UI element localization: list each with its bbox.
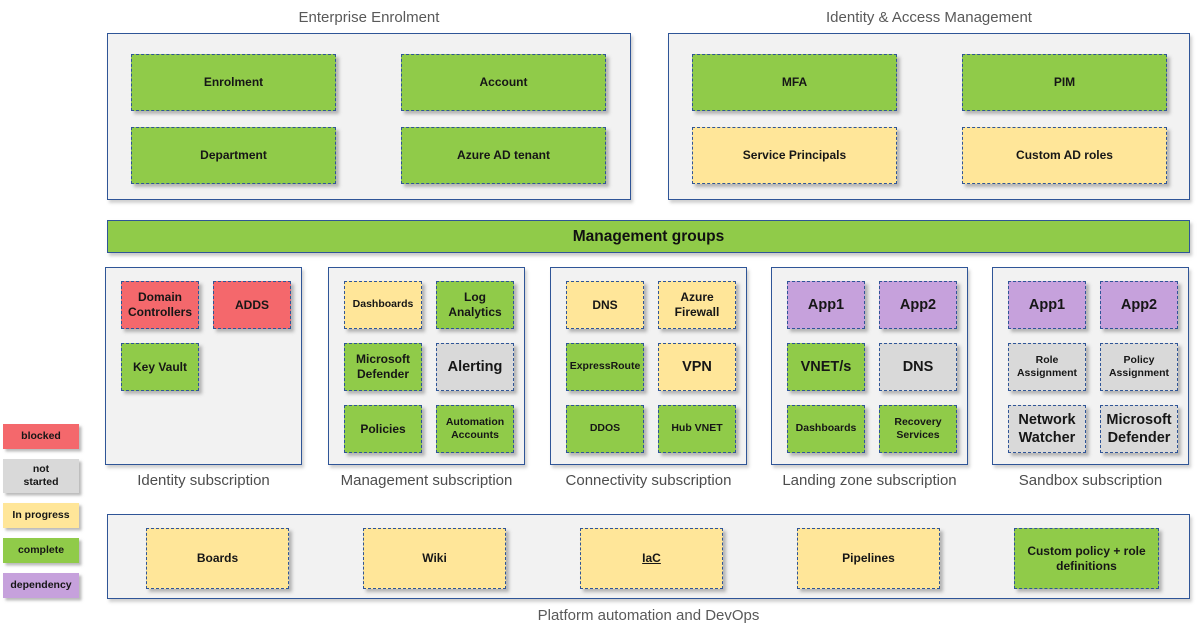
- box-microsoft-defender: Microsoft Defender: [344, 343, 422, 391]
- box-azure-firewall: Azure Firewall: [658, 281, 736, 329]
- platform-automation-container: Boards Wiki IaC Pipelines Custom policy + ro…: [107, 514, 1190, 599]
- box-vpn: VPN: [658, 343, 736, 391]
- sandbox-subscription-label: Sandbox subscription: [1018, 472, 1163, 489]
- box-dashboards: Dashboards: [787, 405, 865, 453]
- legend-item-dependency: dependency: [3, 573, 79, 599]
- landing-zone-subscription-label: Landing zone subscription: [782, 472, 957, 489]
- box-role-assignment: Role Assignment: [1008, 343, 1086, 391]
- box-network-watcher: Network Watcher: [1008, 405, 1086, 453]
- box-service-principals: Service Principals: [692, 127, 897, 184]
- box-mfa: MFA: [692, 54, 897, 111]
- management-groups-banner: Management groups: [107, 220, 1190, 253]
- identity-access-management-container: MFA PIM Service Principals Custom AD roles: [668, 33, 1190, 200]
- platform-automation-title: Platform automation and DevOps: [537, 607, 760, 624]
- identity-access-management-title: Identity & Access Management: [826, 9, 1032, 26]
- box-dns: DNS: [566, 281, 644, 329]
- connectivity-subscription-label: Connectivity subscription: [565, 472, 732, 489]
- identity-subscription-label: Identity subscription: [137, 472, 270, 489]
- legend-item-not-started: not started: [3, 459, 79, 494]
- box-alerting: Alerting: [436, 343, 514, 391]
- box-app1: App1: [787, 281, 865, 329]
- box-boards: Boards: [146, 528, 289, 589]
- status-legend: blocked not started In progress complete dep…: [3, 424, 79, 599]
- box-pim: PIM: [962, 54, 1167, 111]
- box-expressroute: ExpressRoute: [566, 343, 644, 391]
- box-account: Account: [401, 54, 606, 111]
- box-app2: App2: [1100, 281, 1178, 329]
- box-iac: IaC: [580, 528, 723, 589]
- box-app2: App2: [879, 281, 957, 329]
- identity-access-management-grid: MFA PIM Service Principals Custom AD roles: [669, 34, 1189, 184]
- identity-subscription-container: Domain Controllers ADDS Key Vault: [105, 267, 302, 465]
- legend-item-blocked: blocked: [3, 424, 79, 449]
- box-policies: Policies: [344, 405, 422, 453]
- box-vnet-s: VNET/s: [787, 343, 865, 391]
- box-automation-accounts: Automation Accounts: [436, 405, 514, 453]
- box-domain-controllers: Domain Controllers: [121, 281, 199, 329]
- box-recovery-services: Recovery Services: [879, 405, 957, 453]
- identity-subscription-grid: Domain Controllers ADDS Key Vault: [106, 268, 301, 391]
- box-enrolment: Enrolment: [131, 54, 336, 111]
- box-adds: ADDS: [213, 281, 291, 329]
- box-azure-ad-tenant: Azure AD tenant: [401, 127, 606, 184]
- box-app1: App1: [1008, 281, 1086, 329]
- legend-item-complete: complete: [3, 538, 79, 564]
- box-department: Department: [131, 127, 336, 184]
- box-pipelines: Pipelines: [797, 528, 940, 589]
- box-ddos: DDOS: [566, 405, 644, 453]
- box-dns: DNS: [879, 343, 957, 391]
- box-custom-policy-role-definitions: Custom policy + role definitions: [1014, 528, 1159, 589]
- box-log-analytics: Log Analytics: [436, 281, 514, 329]
- box-custom-ad-roles: Custom AD roles: [962, 127, 1167, 184]
- box-policy-assignment: Policy Assignment: [1100, 343, 1178, 391]
- box-dashboards: Dashboards: [344, 281, 422, 329]
- enterprise-enrolment-title: Enterprise Enrolment: [298, 9, 440, 26]
- platform-automation-row: Boards Wiki IaC Pipelines Custom policy + ro…: [108, 515, 1189, 589]
- box-wiki: Wiki: [363, 528, 506, 589]
- box-hub-vnet: Hub VNET: [658, 405, 736, 453]
- box-microsoft-defender: Microsoft Defender: [1100, 405, 1178, 453]
- management-subscription-label: Management subscription: [340, 472, 513, 489]
- legend-item-in-progress: In progress: [3, 503, 79, 529]
- box-key-vault: Key Vault: [121, 343, 199, 391]
